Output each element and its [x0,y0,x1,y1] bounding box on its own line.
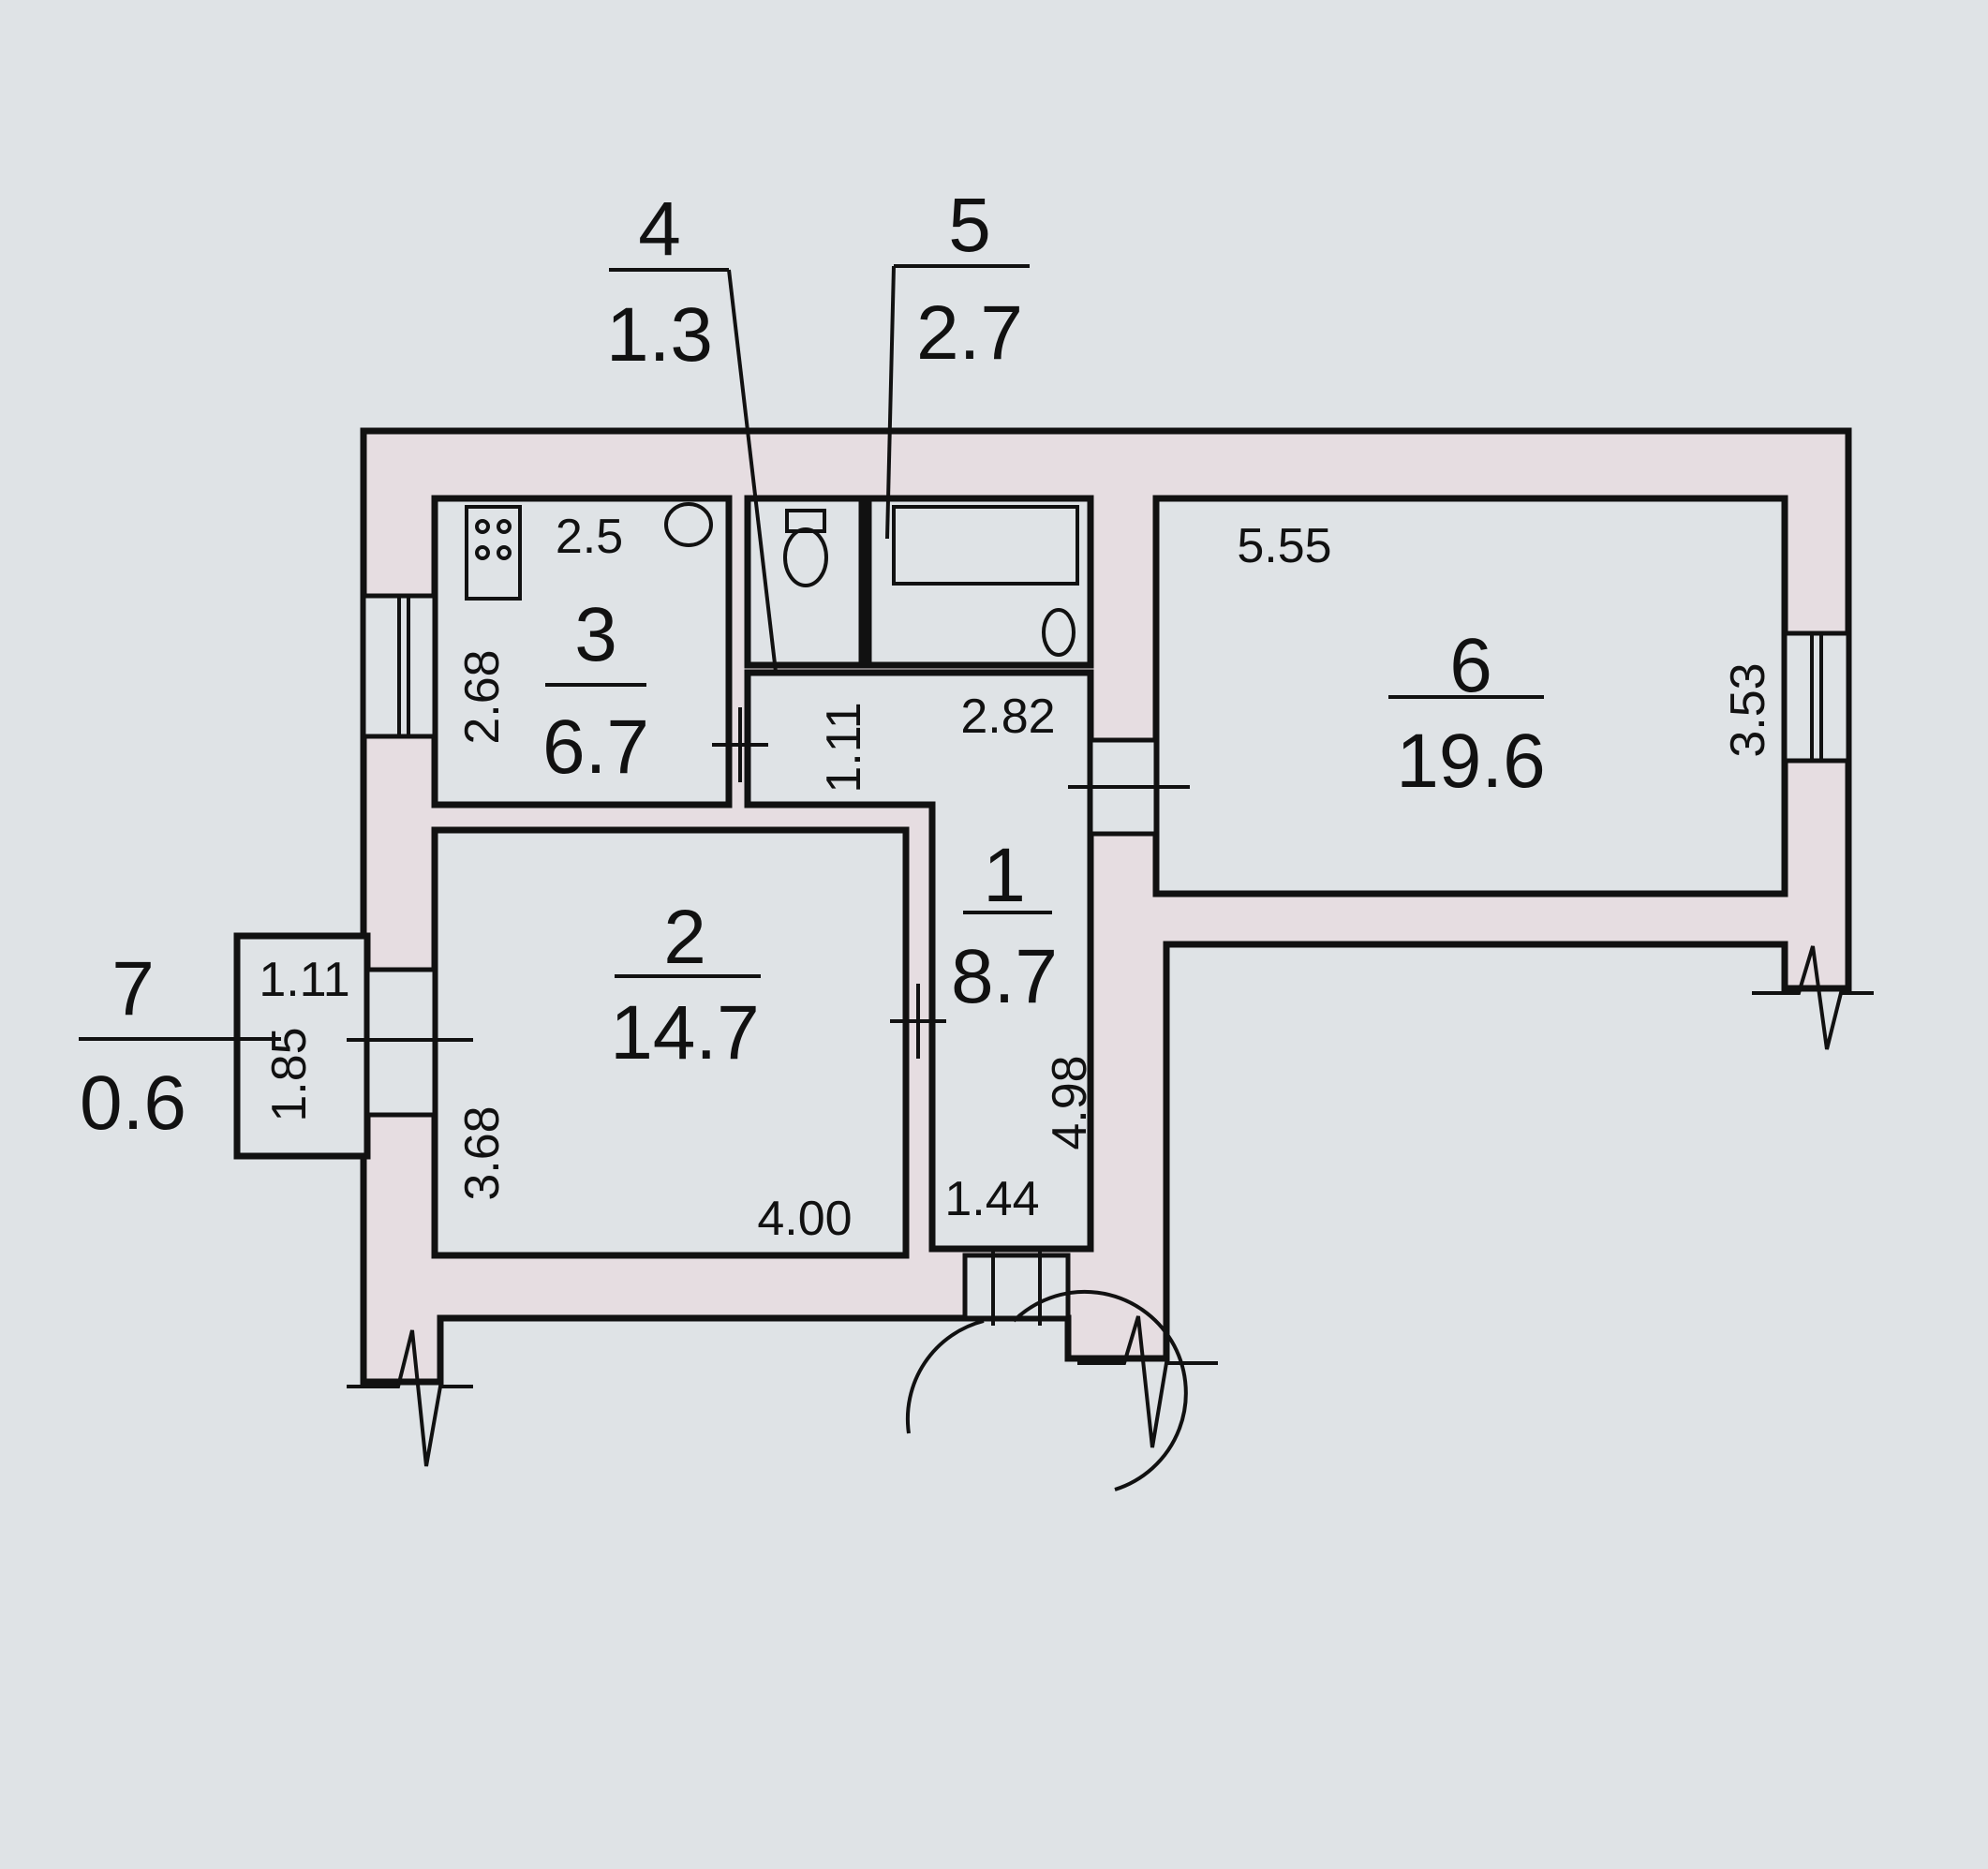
leader-lines [79,264,1030,1041]
room-7-area: 0.6 [80,1061,186,1146]
room-1-number: 1 [983,833,1026,918]
room-3-number: 3 [574,592,617,677]
stove-icon [465,505,522,601]
toilet-icon [783,509,828,587]
room-1-area: 8.7 [951,934,1058,1019]
dim-kitchen-width: 2.5 [556,510,623,564]
room-1-corridor [744,669,1094,1253]
dim-balcony-width: 1.11 [259,953,349,1007]
dim-corridor-width: 1.44 [944,1172,1039,1226]
balcony-7 [233,932,371,1160]
room-7-number: 7 [111,946,155,1031]
sink-icon [664,502,713,547]
bathtub-icon [892,505,1079,586]
break-marks [347,945,1874,1467]
room-2-area: 14.7 [610,990,760,1075]
room-4-area: 1.3 [606,292,713,378]
doors [347,707,1190,1491]
room-4-number: 4 [638,186,681,272]
room-2-number: 2 [663,895,706,980]
dim-corridor-length: 4.98 [1043,1055,1097,1150]
dim-room6-depth: 3.53 [1721,662,1775,757]
balcony-door [364,967,438,1118]
window-room-6 [1782,630,1851,764]
window-kitchen [361,593,438,739]
room-6-area: 19.6 [1396,719,1546,804]
room-3-area: 6.7 [542,705,649,790]
dim-corridor-narrow: 1.11 [817,702,871,793]
room-6-number: 6 [1449,623,1492,708]
washbasin-icon [1042,608,1076,657]
dim-balcony-length: 1.85 [262,1027,317,1121]
dim-room2-width: 4.00 [757,1192,852,1246]
dim-kitchen-depth: 2.68 [455,649,510,744]
room-5-area: 2.7 [916,290,1023,376]
room-3-kitchen [431,495,733,808]
room-2 [431,826,910,1259]
room-5-number: 5 [948,183,991,268]
dim-corridor-top: 2.82 [960,690,1055,744]
dim-room2-depth: 3.68 [455,1105,510,1200]
dim-room6-width: 5.55 [1237,519,1331,573]
